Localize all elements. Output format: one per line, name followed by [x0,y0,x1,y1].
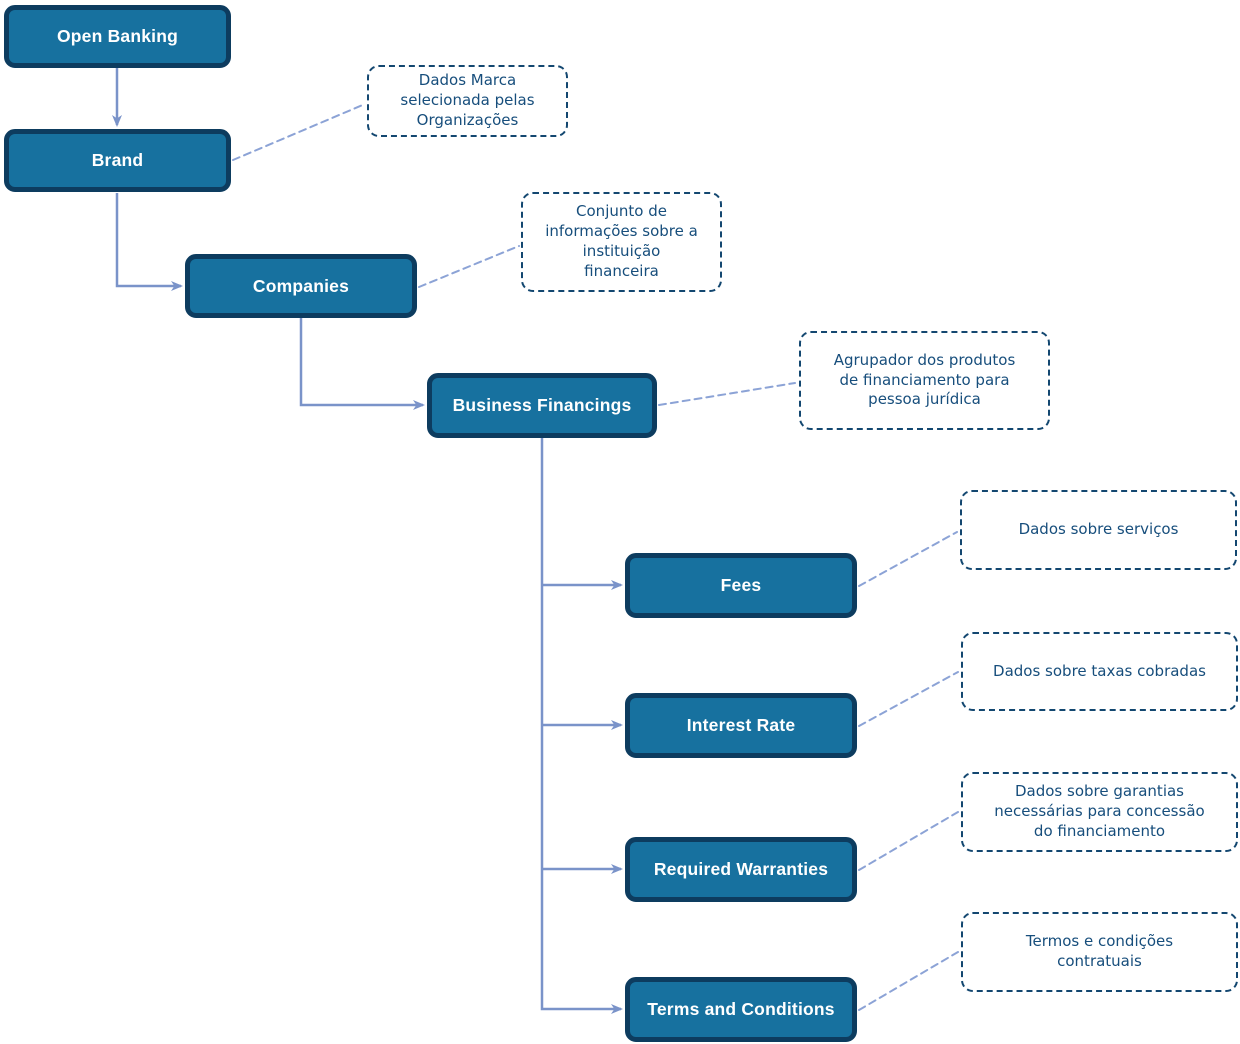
annotation-business-financings: Agrupador dos produtos de financiamento … [799,331,1050,430]
node-open-banking: Open Banking [4,5,231,68]
link-warranties-note [858,811,959,871]
annotation-terms-and-conditions: Termos e condições contratuais [961,912,1238,992]
node-brand: Brand [4,129,231,192]
annotation-fees: Dados sobre serviços [960,490,1237,570]
link-businessfinancings-note [658,382,796,406]
link-companies-note [418,245,520,288]
annotation-interest-rate: Dados sobre taxas cobradas [961,632,1238,711]
node-terms-and-conditions: Terms and Conditions [625,977,857,1042]
annotation-required-warranties: Dados sobre garantias necessárias para c… [961,772,1238,852]
link-fees-note [858,531,958,587]
node-fees: Fees [625,553,857,618]
node-companies: Companies [185,254,417,318]
link-brand-note [232,103,366,161]
annotation-brand: Dados Marca selecionada pelas Organizaçõ… [367,65,568,137]
link-interestrate-note [858,671,959,727]
node-business-financings: Business Financings [427,373,657,438]
node-interest-rate: Interest Rate [625,693,857,758]
node-required-warranties: Required Warranties [625,837,857,902]
link-terms-note [858,951,959,1011]
annotation-companies: Conjunto de informações sobre a institui… [521,192,722,292]
edge-companies-businessfinancings [299,318,425,410]
edge-businessfinancings-terms [540,438,623,1014]
edge-brand-companies [115,193,183,291]
